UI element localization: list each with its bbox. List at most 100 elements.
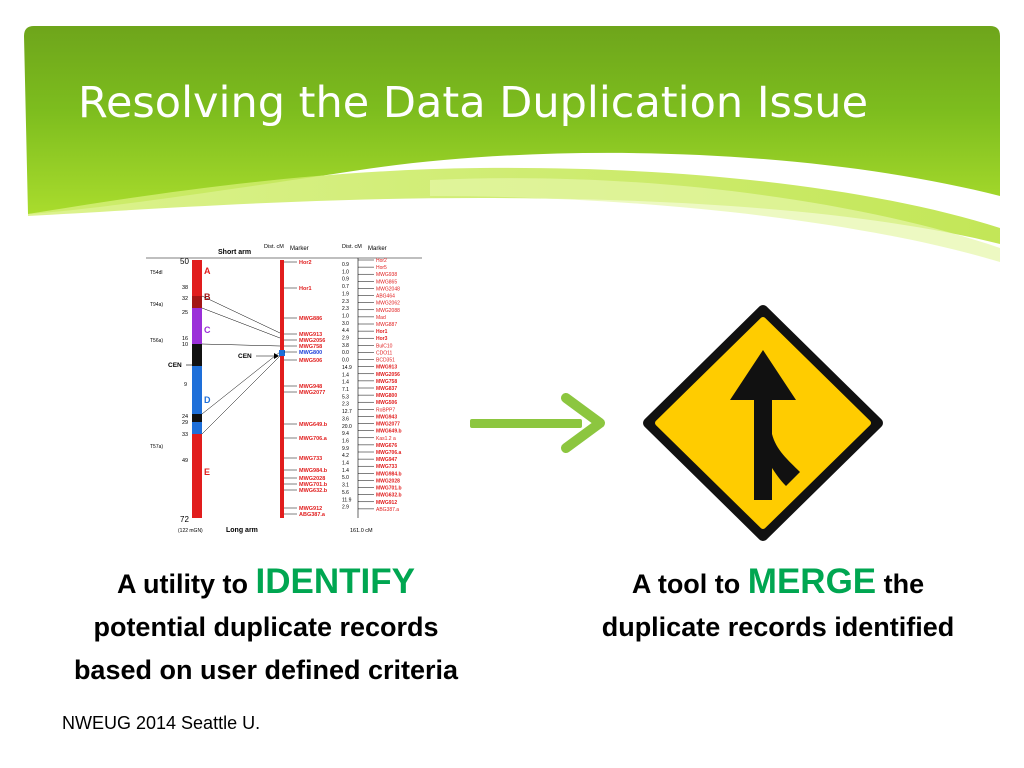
right-marker-label: Hor2 (376, 258, 387, 264)
right-distance-label: 1.4 (342, 461, 349, 467)
region-label-e: E (204, 467, 210, 477)
cen-pointer-label: CEN (238, 353, 252, 360)
merge-caption-line2: duplicate records identified (601, 612, 955, 642)
cen-label: CEN (168, 362, 182, 369)
right-distance-label: 14.9 (342, 365, 352, 371)
mid-marker-label: MWG506 (299, 358, 322, 364)
right-distance-label: 0.9 (342, 262, 349, 268)
scale-32: 32 (182, 296, 188, 302)
right-distance-label: 3.6 (342, 416, 349, 422)
right-arrow-icon (470, 393, 605, 453)
right-distance-label: 0.9 (342, 277, 349, 283)
chromosome-map-figure: Short arm Dist. cM Marker Dist. cM Marke… (146, 244, 422, 534)
right-distance-label: 2.3 (342, 306, 349, 312)
mid-marker-label: MWG2028 (299, 476, 325, 482)
identify-caption-line3: based on user defined criteria (73, 655, 459, 685)
right-distance-label: 5.0 (342, 475, 349, 481)
scale-49: 49 (182, 458, 188, 464)
right-distance-label: 12.7 (342, 409, 352, 415)
right-marker-label: MWG701.b (376, 486, 402, 492)
figure-top-value: 50 (180, 257, 189, 266)
right-marker-label: Mad (376, 315, 386, 321)
right-marker-label: MWG676 (376, 443, 397, 449)
mid-marker-label: ABG387.a (299, 512, 326, 518)
right-distance-label: 2.3 (342, 402, 349, 408)
right-distance-label: 1.0 (342, 313, 349, 319)
chromosome-region-a (192, 260, 202, 296)
right-distance-label: 3.1 (342, 483, 349, 489)
merge-sign-icon (643, 305, 883, 541)
right-marker-label: MWG706.a (376, 450, 402, 456)
right-marker-list: Hor2Hor5MWG938MWG865MWG2048ABG464MWG2062… (358, 258, 402, 513)
merge-caption: A tool to MERGE the duplicate records id… (560, 560, 996, 649)
right-distance-label: 4.4 (342, 328, 349, 334)
right-marker-label: CDO11 (376, 350, 393, 356)
right-marker-label: MWG758 (376, 379, 397, 385)
right-marker-label: Hor1 (376, 329, 388, 335)
right-distance-label: 7.1 (342, 387, 349, 393)
right-marker-label: MWG943 (376, 414, 397, 420)
merge-caption-suffix: the (876, 569, 925, 599)
figure-bottom-value: 72 (180, 515, 189, 524)
right-marker-label: BCD351 (376, 358, 395, 364)
right-marker-label: MWG2077 (376, 422, 400, 428)
right-distance-label: 0.0 (342, 350, 349, 356)
region-label-d: D (204, 395, 211, 405)
figure-header-short-arm: Short arm (218, 249, 251, 256)
right-marker-label: BulC10 (376, 343, 393, 349)
right-marker-label: Kas1.2 a (376, 436, 396, 442)
right-distance-label: 1.4 (342, 468, 349, 474)
mid-marker-label: MWG800 (299, 350, 322, 356)
right-distance-label: 2.9 (342, 505, 349, 511)
mid-marker-label: MWG984.b (299, 468, 328, 474)
right-marker-label: MWG984.b (376, 471, 402, 477)
figure-header-dist-right: Dist. cM (342, 244, 362, 250)
right-marker-label: MWG2056 (376, 372, 400, 378)
right-marker-label: MWG938 (376, 272, 397, 278)
mid-marker-label: MWG758 (299, 344, 322, 350)
slide-title: Resolving the Data Duplication Issue (78, 78, 869, 128)
mid-marker-label: MWG706.a (299, 436, 328, 442)
right-distance-label: 20.0 (342, 424, 352, 430)
genetic-map-cen (279, 350, 285, 356)
merge-keyword: MERGE (747, 562, 877, 601)
left-label-t57: T57a) (150, 444, 163, 450)
mid-marker-label: MWG948 (299, 384, 322, 390)
mid-marker-list: Hor2Hor1MWG886MWG913MWG2056MWG758MWG800M… (284, 260, 328, 518)
mid-marker-label: Hor1 (299, 286, 312, 292)
right-distance-label: 3.8 (342, 343, 349, 349)
figure-total-cm: 161.0 cM (350, 528, 373, 534)
merge-caption-prefix: A tool to (631, 569, 748, 599)
slide-footer: NWEUG 2014 Seattle U. (62, 713, 261, 733)
mid-marker-label: MWG733 (299, 456, 322, 462)
right-marker-label: MWG2028 (376, 478, 400, 484)
figure-long-arm: Long arm (226, 527, 258, 534)
chromosome-region-e (192, 434, 202, 518)
genetic-map-bar (280, 260, 284, 518)
right-marker-label: MWG837 (376, 386, 397, 392)
right-distance-label: 11.9 (342, 497, 352, 503)
right-marker-label: MWG947 (376, 457, 397, 463)
right-distance-label: 1.9 (342, 291, 349, 297)
right-distance-label: 2.9 (342, 336, 349, 342)
chromosome-region-d2 (192, 422, 202, 434)
mid-marker-label: MWG886 (299, 316, 322, 322)
right-marker-label: MWG649.b (376, 429, 402, 435)
chromosome-centromere (192, 344, 202, 366)
mid-marker-label: Hor2 (299, 260, 312, 266)
region-label-c: C (204, 325, 211, 335)
right-distance-label: 4.2 (342, 453, 349, 459)
right-distance-label: 1.0 (342, 269, 349, 275)
right-distance-label: 1.4 (342, 372, 349, 378)
scale-38: 38 (182, 285, 188, 291)
figure-header-marker: Marker (290, 246, 309, 252)
right-marker-label: RoBPP7 (376, 407, 395, 413)
mid-marker-label: MWG2056 (299, 338, 325, 344)
region-label-b: B (204, 292, 211, 302)
scale-10: 10 (182, 342, 188, 348)
right-distance-label: 0.0 (342, 358, 349, 364)
right-marker-label: MWG800 (376, 393, 397, 399)
right-distance-label: 5.6 (342, 490, 349, 496)
scale-9: 9 (184, 382, 187, 388)
